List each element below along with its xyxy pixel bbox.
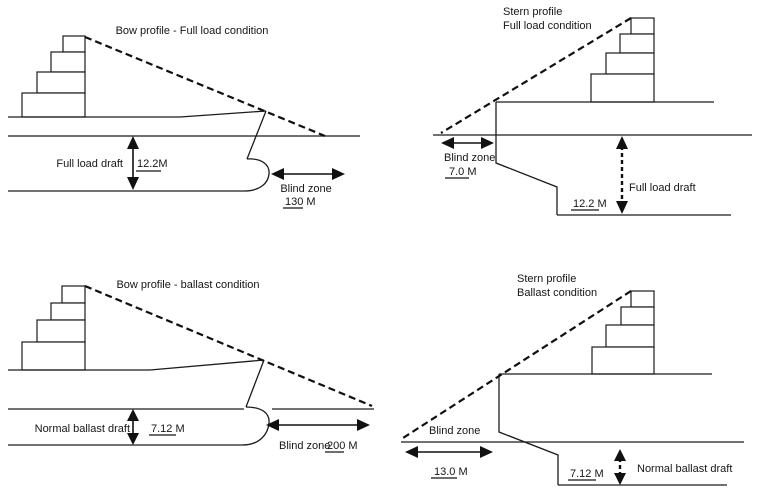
superstructure-tier-1: [590, 73, 655, 103]
draft-value: 7.12 M: [151, 423, 185, 435]
bow-stem-line: [245, 359, 265, 408]
superstructure-tier-1: [591, 346, 655, 375]
blind-zone-arrow-left-head: [271, 168, 284, 180]
draft-arrow-up-head: [616, 136, 628, 149]
superstructure-tier-2: [605, 52, 655, 75]
superstructure-tier-3: [50, 302, 86, 321]
superstructure-tier-4: [630, 290, 655, 308]
superstructure-tier-1: [21, 341, 86, 371]
blind-zone-label: Blind zone: [280, 183, 331, 195]
blind-zone-arrow-right-head: [480, 446, 493, 458]
blind-zone-arrow-left-head: [405, 446, 418, 458]
draft-arrow-down-head: [616, 201, 628, 214]
draft-arrow-up-head: [614, 449, 626, 461]
superstructure-tier-2: [605, 324, 655, 348]
draft-label: Normal ballast draft: [637, 463, 732, 475]
blind-zone-arrow-right-head: [481, 137, 494, 149]
superstructure-tier-4: [62, 35, 86, 53]
sight-line: [84, 35, 326, 138]
draft-arrow-down-head: [614, 473, 626, 485]
bow-full-load-panel: Bow profile - Full load condition Full l…: [8, 25, 360, 209]
panel-title: Bow profile - Full load condition: [116, 25, 269, 37]
draft-label: Normal ballast draft: [35, 423, 130, 435]
bulbous-bow-curve: [241, 406, 270, 446]
superstructure-tier-2: [36, 71, 86, 94]
blind-zone-label: Blind zone: [444, 152, 495, 164]
draft-arrow-up-head: [127, 136, 139, 149]
stern-ballast-panel: Stern profile Ballast condition Blind zo…: [401, 273, 744, 486]
superstructure-tier-3: [50, 51, 86, 73]
sight-line: [440, 17, 632, 134]
superstructure-tier-3: [620, 306, 655, 326]
deck-line: [8, 110, 267, 118]
superstructure-tier-2: [36, 319, 86, 343]
bow-stem-line: [246, 110, 267, 160]
draft-arrow-down-head: [127, 177, 139, 190]
panel-title: Bow profile - ballast condition: [116, 279, 259, 291]
bow-ballast-panel: Bow profile - ballast condition Normal b…: [8, 279, 374, 453]
draft-label: Full load draft: [56, 158, 123, 170]
deck-line: [8, 359, 265, 371]
bulbous-bow-curve: [243, 158, 270, 192]
blind-zone-arrow-right-head: [332, 168, 345, 180]
blind-zone-value: 7.0 M: [449, 166, 477, 178]
blind-zone-arrow-right-head: [357, 419, 370, 431]
blind-zone-label: Blind zone: [279, 440, 330, 452]
blind-zone-arrow-left-head: [441, 137, 454, 149]
superstructure-tier-1: [21, 92, 86, 118]
draft-value: 12.2M: [137, 158, 168, 170]
stern-full-load-panel: Stern profile Full load condition Blind …: [433, 6, 752, 216]
blind-zone-arrow-left-head: [266, 419, 279, 431]
draft-arrow-down-head: [127, 433, 139, 445]
superstructure-tier-3: [619, 33, 655, 54]
panel-title-line2: Ballast condition: [517, 287, 597, 299]
stern-profile-line: [495, 102, 558, 215]
draft-arrow-up-head: [127, 409, 139, 421]
sight-line: [84, 284, 373, 408]
draft-label: Full load draft: [629, 182, 696, 194]
panel-title-line2: Full load condition: [503, 20, 592, 32]
blind-zone-value: 200 M: [327, 440, 358, 452]
draft-value: 12.2 M: [573, 198, 607, 210]
sight-line: [402, 290, 632, 439]
draft-value: 7.12 M: [570, 468, 604, 480]
superstructure-tier-4: [61, 285, 86, 304]
panel-title-line1: Stern profile: [517, 273, 576, 285]
blind-zone-value: 13.0 M: [434, 466, 468, 478]
blind-zone-label: Blind zone: [429, 425, 480, 437]
panel-title-line1: Stern profile: [503, 6, 562, 18]
blind-zone-value: 130 M: [285, 196, 316, 208]
stern-profile-line: [498, 374, 559, 485]
superstructure-tier-4: [630, 17, 655, 35]
